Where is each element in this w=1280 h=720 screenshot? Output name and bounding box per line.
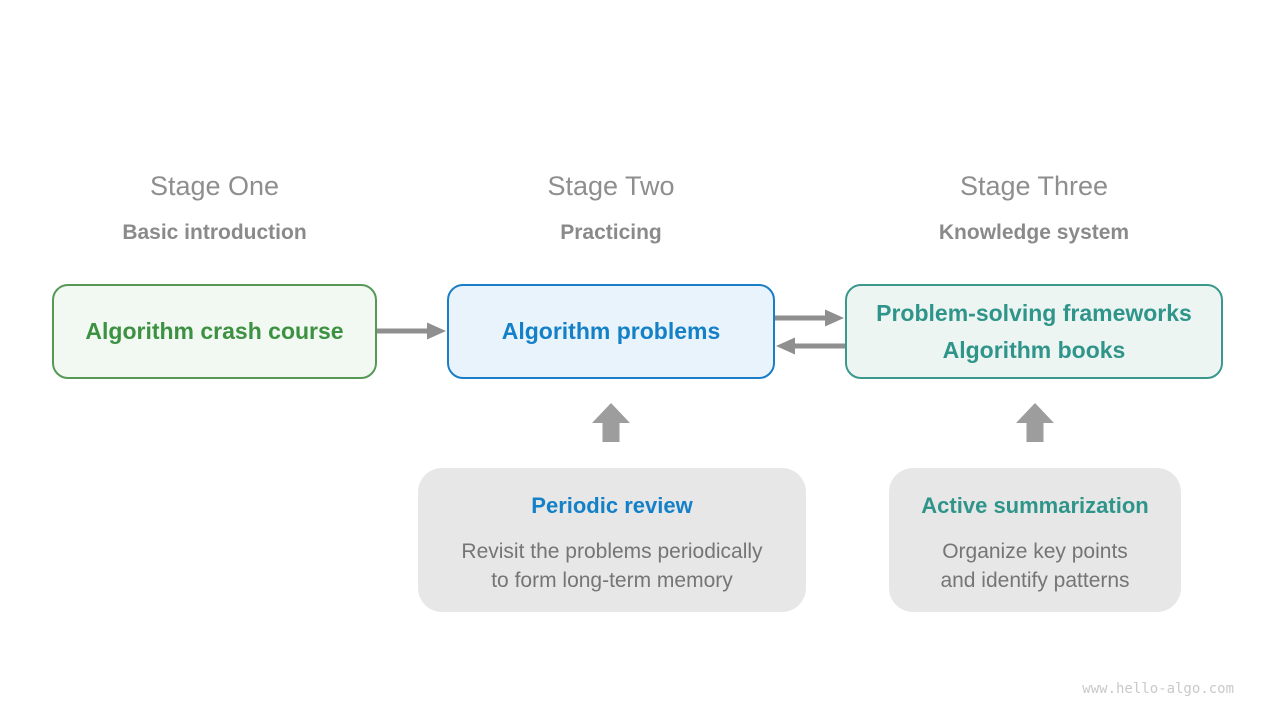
active-summarization-title: Active summarization: [921, 493, 1149, 518]
periodic-review-title: Periodic review: [531, 493, 693, 518]
active-summarization-line1: Organize key points: [942, 540, 1128, 563]
stage-three-subtitle: Knowledge system: [938, 221, 1130, 244]
stage-two-box: Algorithm problems: [447, 284, 775, 379]
watermark: www.hello-algo.com: [1082, 681, 1234, 697]
stage-one-box-label: Algorithm crash course: [85, 318, 344, 344]
stage-three-box: Problem-solving frameworks Algorithm boo…: [845, 284, 1223, 379]
periodic-review-line2: to form long-term memory: [491, 569, 733, 592]
active-summarization-line2: and identify patterns: [940, 569, 1130, 592]
stage-three-title: Stage Three: [959, 171, 1109, 201]
stage-three-box-label-line1: Problem-solving frameworks: [876, 299, 1192, 326]
right-arrow-icon: [377, 321, 447, 341]
stage-two-box-label: Algorithm problems: [501, 318, 721, 344]
up-arrow-icon: [592, 403, 630, 447]
stage-three-box-label-line2: Algorithm books: [942, 336, 1126, 363]
active-summarization-callout: Active summarization Organize key points…: [889, 468, 1181, 612]
stage-two-subtitle: Practicing: [560, 221, 662, 244]
periodic-review-line1: Revisit the problems periodically: [461, 540, 763, 563]
periodic-review-callout: Periodic review Revisit the problems per…: [418, 468, 806, 612]
stage-one-box: Algorithm crash course: [52, 284, 377, 379]
double-arrow-icon: [775, 306, 845, 358]
up-arrow-icon: [1016, 403, 1054, 447]
stage-one-subtitle: Basic introduction: [122, 221, 307, 244]
stage-two-title: Stage Two: [547, 171, 675, 201]
stage-one-title: Stage One: [149, 171, 280, 201]
